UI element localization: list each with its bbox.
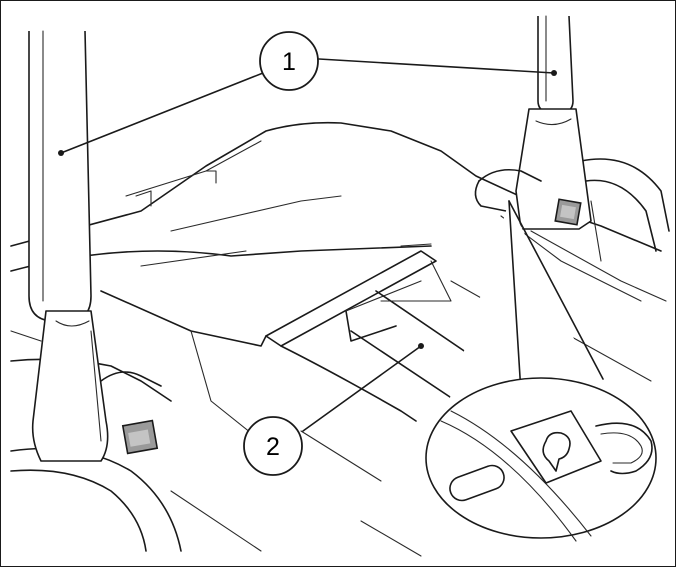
callout-1: 1 xyxy=(259,31,319,91)
callout-1-label: 1 xyxy=(282,48,296,76)
callout-1-leader-left xyxy=(60,72,264,154)
right-wheel xyxy=(580,158,670,262)
handle-bar-right xyxy=(474,15,592,230)
callout-1-leader-right xyxy=(318,58,555,74)
callout-1-point-left xyxy=(58,150,64,156)
callout-2-point xyxy=(418,343,424,349)
detail-magnifier xyxy=(425,200,657,542)
callout-1-point-right xyxy=(551,70,557,76)
left-wheel xyxy=(10,447,182,552)
callout-2-leader xyxy=(302,345,422,432)
callout-2-label: 2 xyxy=(266,433,280,461)
handle-bar-left xyxy=(28,30,162,462)
callout-2: 2 xyxy=(243,416,303,476)
